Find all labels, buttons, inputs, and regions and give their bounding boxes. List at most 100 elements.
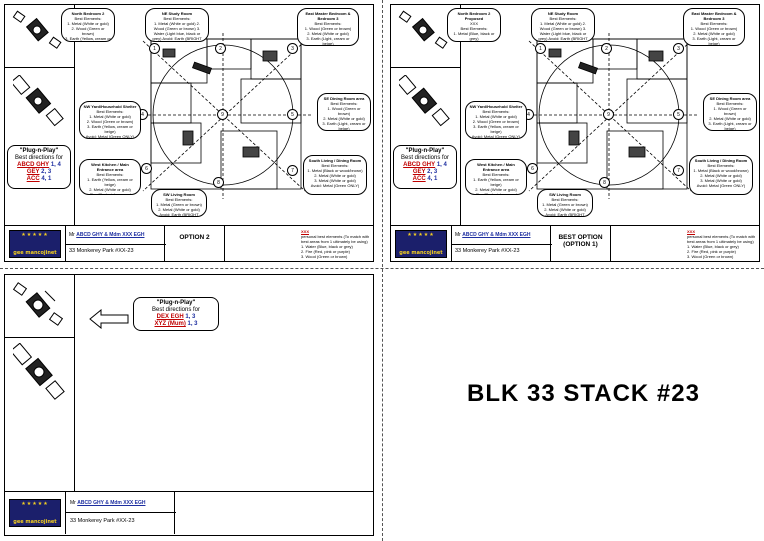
- room-line: 3. Earth (Light, cream or beige): [692, 36, 736, 46]
- room-line: Best Elements:: [716, 101, 744, 106]
- plug-subtitle: Best directions for: [400, 155, 450, 161]
- room-line: 3. Fire (Red, pink or purple): [85, 192, 135, 195]
- room-title: North Bedroom 2 Proposed: [457, 11, 491, 21]
- room-title: South Living / Dining Room: [308, 158, 362, 163]
- divider: [5, 337, 75, 338]
- compass-south-icon: [399, 75, 450, 127]
- room-line: 1. Wood (Green or brown): [304, 26, 352, 31]
- divider: [5, 67, 75, 68]
- room-line: Best Elements:: [163, 16, 191, 21]
- room-line: 2. Metal (White or gold): [89, 187, 131, 192]
- site-address: 33 Monkerey Park #XX-23: [70, 518, 135, 524]
- stack-heading: BLK 33 STACK #23: [467, 380, 700, 407]
- compass-south-icon: [13, 343, 65, 400]
- direction-node: 8: [213, 177, 224, 188]
- room-line: 3. Earth (Light, cream or beige): [306, 36, 350, 46]
- room-line: 2. Metal (White or gold): [709, 116, 751, 121]
- room-title: NE Study Room: [161, 11, 193, 16]
- room-title: SE Dining Room area: [323, 96, 365, 101]
- room-line: Best Elements:: [165, 197, 193, 202]
- direction-node: 7: [287, 165, 298, 176]
- room-line: 2. Metal (White or gold): [693, 31, 735, 36]
- room-line: 2. Wood (Green or brown): [86, 119, 134, 124]
- room-line: 3. Metal (White or gold): [314, 178, 356, 183]
- room-line: 1. Metal (White or gold) 2. Wood (Green …: [152, 21, 202, 41]
- room-line: 1. Metal (Green or brown): [156, 202, 202, 207]
- room-line: Avoid: Earth (BRIGHT Yellow): [545, 212, 585, 217]
- room-line: Best Elements:: [482, 109, 510, 114]
- room-line: 1. Metal (White or gold): [67, 21, 109, 26]
- legend-line: 2. Fire (Red, pink or purple): [687, 249, 736, 254]
- personal-elements-legend: XXX personal best elements (To match wit…: [687, 229, 756, 259]
- room-line: 3. Earth (Light, cream or beige): [322, 121, 366, 131]
- room-line: 2. Metal (White or gold): [307, 31, 349, 36]
- room-line: 2. Metal (White or gold): [158, 207, 200, 212]
- legend-line: 3. Wood (Green or brown): [687, 254, 734, 259]
- room-line: 1. Wood (Green or brown): [713, 106, 747, 116]
- room-line: 2. Metal (White or gold): [544, 207, 586, 212]
- plug-title: "Plug-n-Play": [19, 148, 59, 154]
- legend-line: personal best elements (To match with be…: [687, 234, 756, 244]
- room-line: Avoid: Metal (Green ONLY): [310, 183, 360, 188]
- room-line: Avoid: Metal (Green ONLY): [85, 134, 135, 139]
- legend-line: 2. Fire (Red, pink or purple): [301, 249, 350, 254]
- room-line: 1. Metal (White or gold) 2. Wood (Green …: [538, 21, 588, 41]
- room-line: 1. Metal (White or gold): [89, 114, 131, 119]
- legend-line: personal best elements (To match with be…: [301, 234, 370, 244]
- direction-node: 1: [535, 43, 546, 54]
- direction-node: 8: [599, 177, 610, 188]
- direction-node: 3: [673, 43, 684, 54]
- personal-elements-legend: XXX personal best elements (To match wit…: [301, 229, 370, 259]
- logo-stars: ★★★★★: [21, 232, 49, 238]
- room-line: 1. Metal (Blue, black or grey): [453, 31, 495, 41]
- room-line: 1. Metal (White or gold): [475, 114, 517, 119]
- arrow-left-icon: [89, 309, 129, 329]
- company-logo: ★★★★★ gee mancojinet: [9, 499, 61, 527]
- plug-line: ACC 4, 1: [412, 176, 438, 182]
- room-line: 2. Wood (Green or brown): [472, 119, 520, 124]
- room-title: NE Study Room: [547, 11, 579, 16]
- room-line: Best Elements:: [96, 172, 124, 177]
- direction-node: 2: [215, 43, 226, 54]
- direction-node: 6: [527, 163, 538, 174]
- room-line: 3. Earth (Yellow, cream or beige): [87, 124, 133, 134]
- compass-column: [5, 275, 75, 491]
- room-title: NW Yard/Household Shelter: [83, 104, 137, 109]
- room-line: 1. Metal (Black or wood/brown): [307, 168, 363, 173]
- direction-node: 2: [601, 43, 612, 54]
- compass-column: [5, 5, 75, 225]
- room-line: Avoid: Metal (Green ONLY): [696, 183, 746, 188]
- client-cell: Mr ABCD GHY & Mdm XXX EGH 33 Monkerey Pa…: [65, 492, 176, 534]
- divider: [66, 512, 176, 513]
- room-title: North Bedroom 2: [71, 11, 105, 16]
- room-line: 2. Metal (White or gold): [314, 173, 356, 178]
- logo-text: gee mancojinet: [399, 250, 443, 256]
- room-title: West Kitchen / Main Entrance area: [91, 162, 129, 172]
- room-line: Best Elements:: [551, 197, 579, 202]
- title-block: ★★★★★ gee mancojinet Mr ABCD GHY & Mdm X…: [5, 491, 373, 535]
- company-logo: ★★★★★gee mancojinet: [395, 230, 447, 258]
- plug-line: ABCD GHY 1, 4: [403, 162, 447, 168]
- plug-n-play-callout: "Plug-n-Play" Best directions for DEX EG…: [133, 297, 219, 331]
- divider: [391, 67, 461, 68]
- direction-node: 9: [603, 109, 614, 120]
- room-line: 1. Metal (Green or brown): [542, 202, 588, 207]
- direction-node: 9: [217, 109, 228, 120]
- room-title: East Master Bedroom & Bedroom 3: [305, 11, 351, 21]
- room-title: East Master Bedroom & Bedroom 3: [691, 11, 737, 21]
- plug-title: "Plug-n-Play": [156, 300, 196, 306]
